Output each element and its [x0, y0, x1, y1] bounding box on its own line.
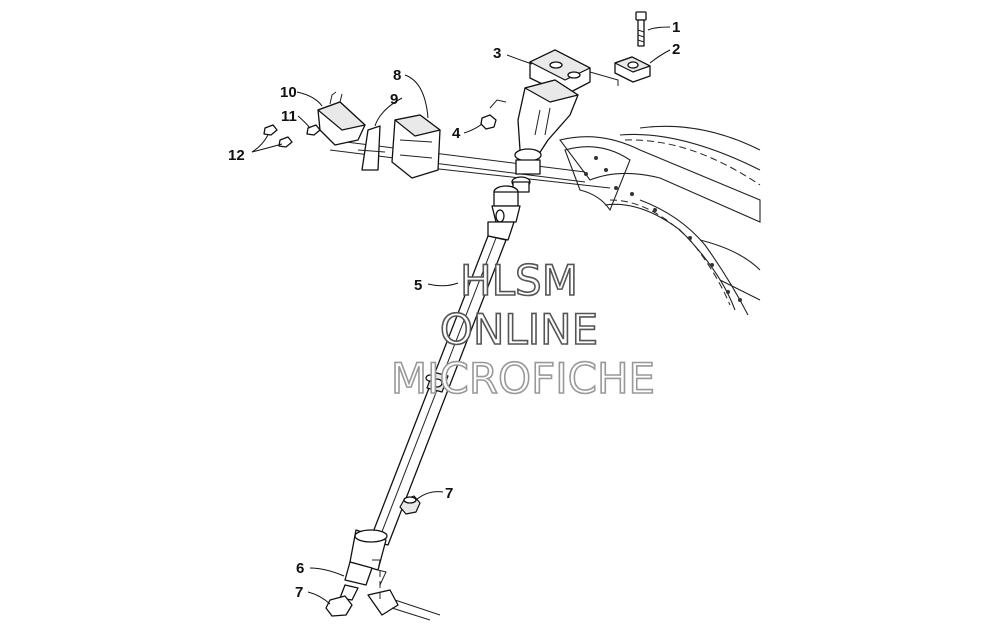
callout-8: 8 — [393, 67, 401, 84]
watermark-line-1: HLSM — [460, 256, 578, 305]
lower-coupler — [339, 529, 388, 601]
vehicle-frame — [559, 125, 761, 316]
screws — [263, 124, 321, 148]
leader-lines — [251, 26, 671, 605]
watermark-line-3: MICROFICHE — [391, 354, 655, 403]
callout-5: 5 — [414, 277, 422, 294]
watermark-line-2: ONLINE — [440, 305, 598, 354]
mount-bracket — [317, 91, 366, 146]
callout-12: 12 — [228, 147, 245, 164]
callout-7-lower: 7 — [295, 584, 303, 601]
callout-3: 3 — [493, 45, 501, 62]
callout-10: 10 — [280, 84, 297, 101]
bolt — [635, 11, 647, 47]
lower-fasteners — [325, 495, 421, 617]
universal-joint — [487, 185, 521, 241]
boot-cover — [391, 114, 441, 179]
callouts: 1 2 3 4 5 6 7 7 8 9 10 11 12 — [228, 19, 680, 601]
clamp-cap — [614, 56, 651, 83]
callout-1: 1 — [672, 19, 680, 36]
callout-9: 9 — [390, 91, 398, 108]
nut-small — [480, 99, 507, 130]
callout-7-upper: 7 — [445, 485, 453, 502]
steering-housing — [511, 79, 579, 193]
callout-6: 6 — [296, 560, 304, 577]
callout-11: 11 — [281, 108, 297, 125]
rack-stub — [367, 559, 441, 621]
steering-shaft — [369, 235, 507, 546]
callout-4: 4 — [452, 125, 461, 142]
watermark: HLSM ONLINE MICROFICHE — [390, 255, 656, 404]
callout-2: 2 — [672, 41, 680, 58]
bracket-plate — [357, 125, 386, 171]
